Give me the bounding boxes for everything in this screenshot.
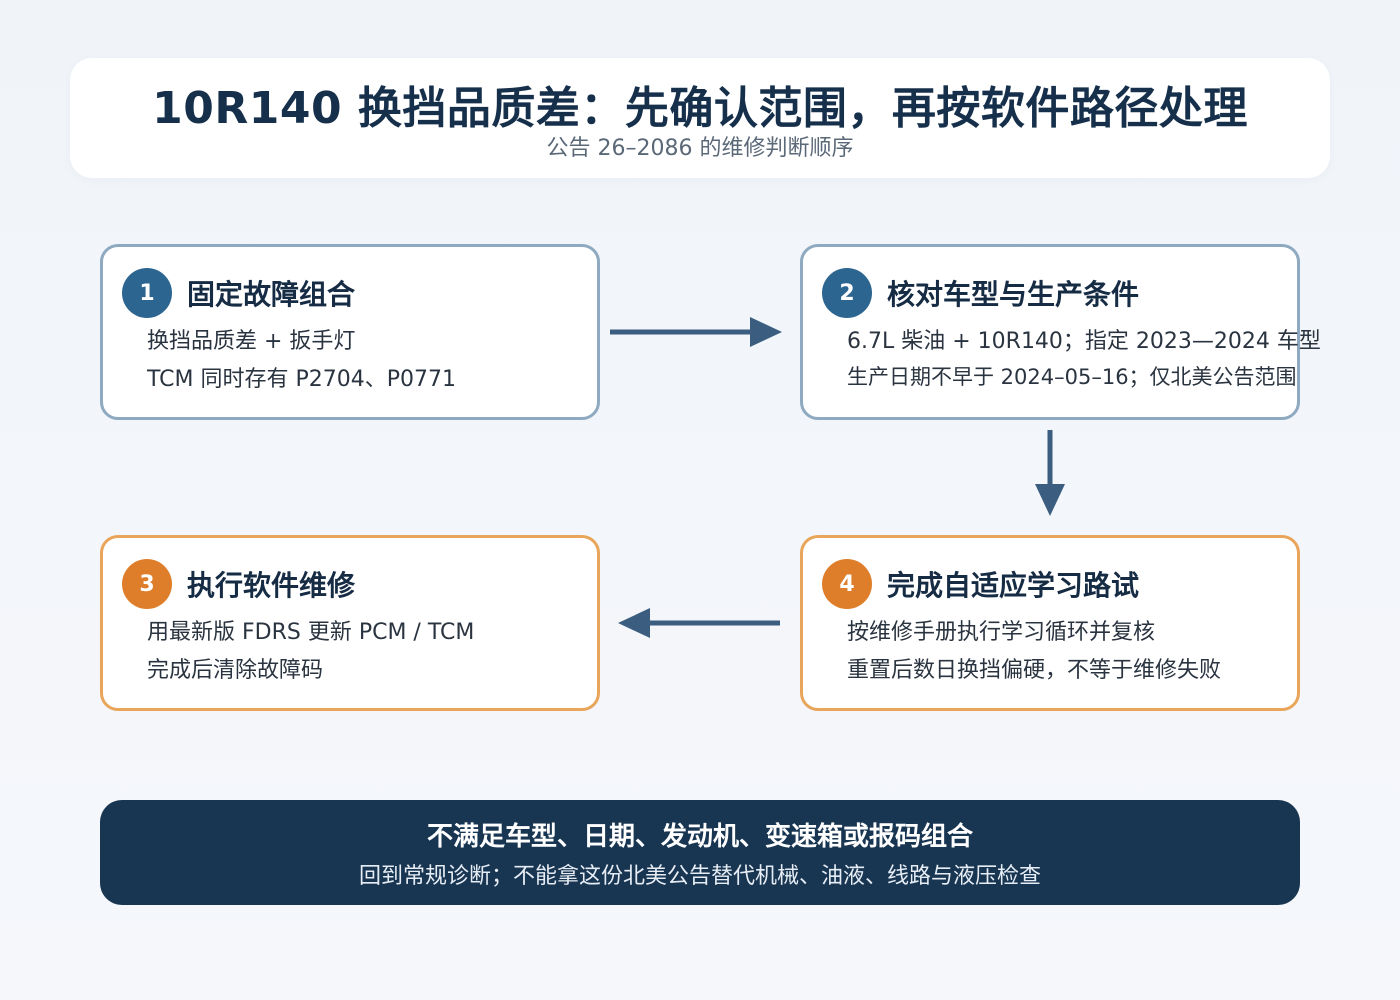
step-detail-line: 完成后清除故障码 — [147, 658, 324, 683]
step-card-1: 1 固定故障组合 换挡品质差 + 扳手灯 TCM 同时存有 P2704、P077… — [100, 244, 600, 420]
arrow-down-icon — [1035, 430, 1065, 516]
step-number-badge: 1 — [122, 268, 172, 318]
step-card-3: 3 执行软件维修 用最新版 FDRS 更新 PCM / TCM 完成后清除故障码 — [100, 535, 600, 711]
step-number-badge: 3 — [122, 559, 172, 609]
step-detail-line: 用最新版 FDRS 更新 PCM / TCM — [147, 620, 475, 645]
banner-text: 回到常规诊断；不能拿这份北美公告替代机械、油液、线路与液压检查 — [358, 864, 1041, 889]
page-subtitle: 公告 26–2086 的维修判断顺序 — [546, 136, 854, 161]
header-card: 10R140 换挡品质差：先确认范围，再按软件路径处理 公告 26–2086 的… — [70, 58, 1330, 178]
exception-banner: 不满足车型、日期、发动机、变速箱或报码组合 回到常规诊断；不能拿这份北美公告替代… — [100, 800, 1300, 905]
arrow-right-icon — [610, 317, 782, 347]
arrow-left-icon — [618, 608, 780, 638]
step-detail-line: 6.7L 柴油 + 10R140；指定 2023—2024 车型 — [847, 329, 1321, 354]
step-number-badge: 4 — [822, 559, 872, 609]
step-number-badge: 2 — [822, 268, 872, 318]
step-title: 完成自适应学习路试 — [887, 569, 1140, 602]
step-title: 执行软件维修 — [187, 569, 356, 602]
step-detail-line: 换挡品质差 + 扳手灯 — [147, 329, 356, 354]
step-detail-line: 重置后数日换挡偏硬，不等于维修失败 — [847, 658, 1222, 683]
step-detail-line: 按维修手册执行学习循环并复核 — [847, 620, 1156, 645]
page-title: 10R140 换挡品质差：先确认范围，再按软件路径处理 — [152, 83, 1248, 134]
step-card-2: 2 核对车型与生产条件 6.7L 柴油 + 10R140；指定 2023—202… — [800, 244, 1321, 420]
step-card-4: 4 完成自适应学习路试 按维修手册执行学习循环并复核 重置后数日换挡偏硬，不等于… — [800, 535, 1300, 711]
step-detail-line: 生产日期不早于 2024–05–16；仅北美公告范围 — [847, 365, 1297, 389]
banner-title: 不满足车型、日期、发动机、变速箱或报码组合 — [426, 822, 973, 852]
step-title: 固定故障组合 — [187, 278, 356, 311]
step-title: 核对车型与生产条件 — [887, 278, 1140, 311]
step-detail-line: TCM 同时存有 P2704、P0771 — [147, 367, 456, 392]
